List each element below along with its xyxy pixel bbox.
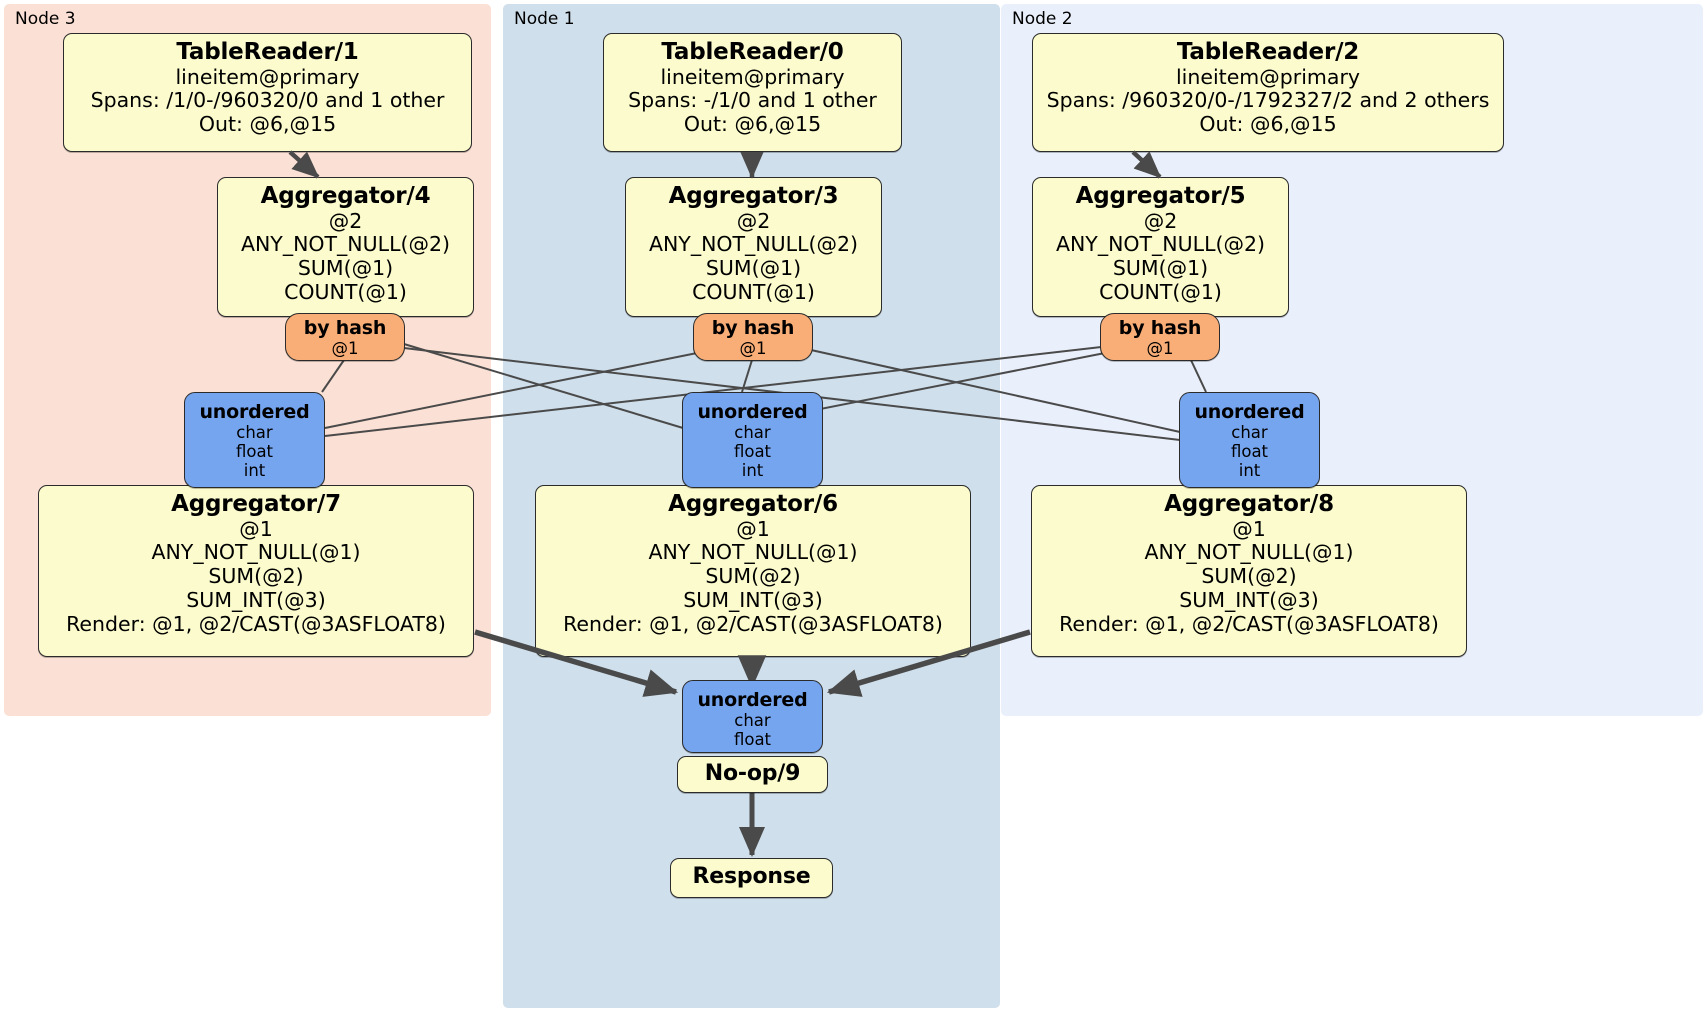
- node-aggregator-8[interactable]: Aggregator/8 @1 ANY_NOT_NULL(@1) SUM(@2)…: [1031, 485, 1467, 657]
- node-line: ANY_NOT_NULL(@2): [1055, 232, 1266, 257]
- stream-line: int: [741, 461, 764, 481]
- stream-line: int: [1238, 461, 1261, 481]
- node-line: Render: @1, @2/CAST(@3ASFLOAT8): [563, 611, 943, 636]
- node-line: @2: [736, 208, 771, 233]
- node-line: ANY_NOT_NULL(@1): [151, 540, 361, 565]
- node-response[interactable]: Response: [670, 858, 833, 898]
- router-by-hash-node2[interactable]: by hash @1: [1100, 313, 1220, 361]
- stream-line: char: [236, 423, 273, 443]
- router-line: @1: [739, 339, 767, 359]
- node-line: Spans: -/1/0 and 1 other: [628, 88, 877, 113]
- router-by-hash-node1[interactable]: by hash @1: [693, 313, 813, 361]
- router-line: @1: [1146, 339, 1174, 359]
- node-title: Response: [692, 864, 811, 889]
- node-line: Out: @6,@15: [198, 112, 337, 137]
- node-line: Out: @6,@15: [1199, 112, 1337, 137]
- panel-node-3-label: Node 3: [15, 9, 76, 29]
- node-line: lineitem@primary: [1175, 64, 1361, 89]
- node-line: lineitem@primary: [660, 64, 845, 89]
- stream-line: char: [734, 711, 771, 731]
- node-line: SUM(@1): [1112, 256, 1209, 281]
- stream-line: float: [733, 730, 772, 750]
- node-line: SUM_INT(@3): [1179, 587, 1319, 612]
- node-aggregator-3[interactable]: Aggregator/3 @2 ANY_NOT_NULL(@2) SUM(@1)…: [625, 177, 882, 317]
- node-line: @1: [1232, 516, 1266, 541]
- node-line: ANY_NOT_NULL(@1): [1144, 540, 1354, 565]
- node-aggregator-6[interactable]: Aggregator/6 @1 ANY_NOT_NULL(@1) SUM(@2)…: [535, 485, 971, 657]
- node-line: SUM(@1): [705, 256, 802, 281]
- node-title: Aggregator/5: [1075, 183, 1246, 209]
- panel-node-2-label: Node 2: [1012, 9, 1073, 29]
- node-line: SUM(@2): [705, 564, 801, 589]
- router-title: by hash: [303, 317, 387, 339]
- stream-title: unordered: [1194, 401, 1305, 423]
- stream-line: int: [243, 461, 266, 481]
- node-line: lineitem@primary: [175, 64, 360, 89]
- node-line: SUM_INT(@3): [186, 587, 326, 612]
- node-tablereader-2[interactable]: TableReader/2 lineitem@primary Spans: /9…: [1032, 33, 1504, 152]
- node-title: Aggregator/6: [668, 491, 838, 517]
- node-aggregator-5[interactable]: Aggregator/5 @2 ANY_NOT_NULL(@2) SUM(@1)…: [1032, 177, 1289, 317]
- stream-title: unordered: [199, 401, 310, 423]
- node-line: @2: [328, 208, 363, 233]
- node-title: Aggregator/7: [171, 491, 341, 517]
- stream-unordered-final[interactable]: unordered char float: [682, 680, 823, 753]
- node-no-op-9[interactable]: No-op/9: [677, 756, 828, 793]
- node-line: ANY_NOT_NULL(@2): [648, 232, 859, 257]
- stream-line: float: [733, 442, 772, 462]
- node-title: TableReader/0: [661, 39, 844, 65]
- node-line: Spans: /960320/0-/1792327/2 and 2 others: [1046, 88, 1490, 113]
- node-tablereader-1[interactable]: TableReader/1 lineitem@primary Spans: /1…: [63, 33, 472, 152]
- router-title: by hash: [1118, 317, 1202, 339]
- stream-title: unordered: [697, 401, 808, 423]
- stream-unordered-node1[interactable]: unordered char float int: [682, 392, 823, 488]
- node-line: ANY_NOT_NULL(@1): [648, 540, 858, 565]
- node-line: COUNT(@1): [1099, 279, 1222, 304]
- node-title: Aggregator/3: [668, 183, 839, 209]
- node-line: COUNT(@1): [284, 279, 407, 304]
- node-tablereader-0[interactable]: TableReader/0 lineitem@primary Spans: -/…: [603, 33, 902, 152]
- node-title: TableReader/1: [176, 39, 359, 65]
- stream-line: char: [734, 423, 771, 443]
- node-line: @1: [239, 516, 273, 541]
- node-line: @2: [1143, 208, 1178, 233]
- node-line: @1: [736, 516, 770, 541]
- node-line: SUM(@1): [297, 256, 394, 281]
- node-line: Out: @6,@15: [683, 112, 822, 137]
- panel-node-1-label: Node 1: [514, 9, 575, 29]
- stream-line: float: [1230, 442, 1269, 462]
- node-line: SUM(@2): [208, 564, 304, 589]
- node-aggregator-7[interactable]: Aggregator/7 @1 ANY_NOT_NULL(@1) SUM(@2)…: [38, 485, 474, 657]
- node-line: SUM(@2): [1201, 564, 1297, 589]
- stream-title: unordered: [697, 689, 808, 711]
- node-line: COUNT(@1): [692, 279, 815, 304]
- stream-unordered-node2[interactable]: unordered char float int: [1179, 392, 1320, 488]
- node-title: Aggregator/8: [1164, 491, 1334, 517]
- node-line: Spans: /1/0-/960320/0 and 1 other: [90, 88, 445, 113]
- node-title: No-op/9: [704, 761, 801, 786]
- node-line: Render: @1, @2/CAST(@3ASFLOAT8): [66, 611, 446, 636]
- stream-line: char: [1231, 423, 1268, 443]
- node-title: Aggregator/4: [260, 183, 431, 209]
- stream-unordered-node3[interactable]: unordered char float int: [184, 392, 325, 488]
- node-title: TableReader/2: [1176, 39, 1360, 65]
- router-title: by hash: [711, 317, 795, 339]
- node-line: ANY_NOT_NULL(@2): [240, 232, 451, 257]
- node-aggregator-4[interactable]: Aggregator/4 @2 ANY_NOT_NULL(@2) SUM(@1)…: [217, 177, 474, 317]
- router-line: @1: [331, 339, 359, 359]
- node-line: SUM_INT(@3): [683, 587, 823, 612]
- router-by-hash-node3[interactable]: by hash @1: [285, 313, 405, 361]
- stream-line: float: [235, 442, 274, 462]
- node-line: Render: @1, @2/CAST(@3ASFLOAT8): [1059, 611, 1439, 636]
